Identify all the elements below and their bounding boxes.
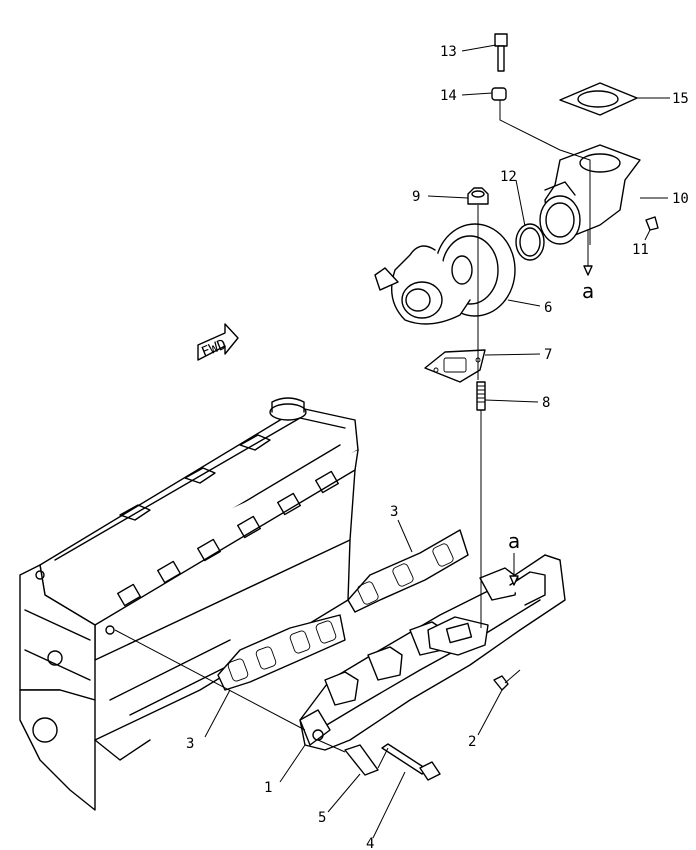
elbow-gasket	[559, 82, 638, 116]
callout-7: 7	[544, 347, 552, 363]
callout-10: 10	[672, 191, 689, 207]
spacer-14	[491, 87, 507, 101]
callout-2: 2	[468, 734, 476, 750]
callout-8: 8	[542, 395, 550, 411]
callout-14: 14	[440, 88, 457, 104]
plug-11	[645, 216, 659, 231]
callout-4: 4	[366, 836, 374, 850]
assembly-lines	[114, 100, 593, 769]
spacer-5	[344, 744, 379, 776]
turbo-gasket	[424, 349, 486, 383]
stud	[476, 381, 486, 411]
callout-1: 1	[264, 780, 272, 796]
callout-5: 5	[318, 810, 326, 826]
callout-6: 6	[544, 300, 552, 316]
callout-3-upper: 3	[390, 504, 398, 520]
callout-15: 15	[672, 91, 689, 107]
exhaust-manifold	[299, 554, 566, 751]
engine-block	[19, 397, 359, 811]
ref-mark-a-lower: a	[508, 529, 520, 553]
turbocharger	[374, 223, 516, 325]
exhaust-elbow	[539, 144, 641, 245]
nut	[467, 187, 489, 205]
bolt-13	[494, 33, 508, 72]
ref-mark-a-upper: a	[582, 279, 594, 303]
callout-3-lower: 3	[186, 736, 194, 752]
manifold-stud-nut	[493, 675, 509, 691]
callout-9: 9	[412, 189, 420, 205]
callout-11: 11	[632, 242, 649, 258]
callout-12: 12	[500, 169, 517, 185]
fwd-direction-arrow: FWD	[197, 323, 239, 361]
manifold-gasket-upper	[347, 529, 469, 613]
bolt-4	[381, 743, 441, 781]
leader-lines	[204, 44, 670, 839]
callout-labels: 13 14 15 9 12 10 11 6 7 8 3 3 2 1 5 4 a …	[186, 44, 689, 850]
clamp-ring	[515, 223, 545, 261]
callout-13: 13	[440, 44, 457, 60]
manifold-gasket-lower	[217, 614, 346, 691]
